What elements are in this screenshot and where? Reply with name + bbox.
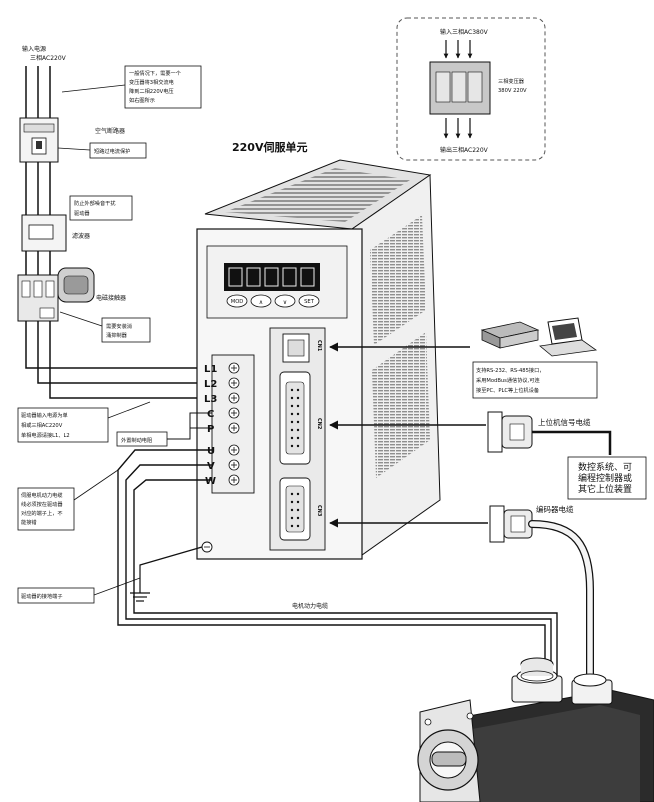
terminal-p: P xyxy=(207,424,214,435)
ground-note-text: 驱动器的接地端子 xyxy=(21,592,63,600)
filter-label: 滤波器 xyxy=(72,232,90,240)
cn2-label: CN2 xyxy=(316,418,322,430)
transformer-output-label: 输出三相AC220V xyxy=(440,146,489,154)
terminal-block: L1 L2 L3 C P U V W xyxy=(204,354,255,494)
breaker-note: 短路过电流保护 xyxy=(57,142,147,159)
mod-button[interactable]: MOD xyxy=(226,294,248,308)
set-button-label: SET xyxy=(304,299,315,305)
terminal-u: U xyxy=(207,446,215,457)
motor-power-note-line-2: 线必须按在驱动器 xyxy=(21,500,63,508)
comm-note-line-3: 接至PC、PLC等上位机设备 xyxy=(476,386,540,394)
encoder-cable-label: 编码器电缆 xyxy=(536,504,574,514)
signal-cable-label: 上位机信号电缆 xyxy=(538,417,591,427)
transformer-note-line-4: 如右图所示 xyxy=(129,96,155,104)
input-power-wires xyxy=(25,66,51,275)
power-wires-to-drive xyxy=(25,321,210,399)
ground-symbol xyxy=(130,546,203,602)
brake-resistor-note: 外置制动电阻 xyxy=(116,412,212,447)
keypad: MOD ∧ ∨ SET xyxy=(226,294,320,308)
terminal-c: C xyxy=(207,409,214,420)
motor-power-note-line-4: 能接错 xyxy=(21,518,37,526)
filter-note-line-1: 防止外部噪音干扰 xyxy=(74,199,116,207)
transformer-label-2: 380V 220V xyxy=(498,88,527,94)
up-button[interactable]: ∧ xyxy=(250,294,272,308)
diagram-title: 220V伺服单元 xyxy=(232,140,307,154)
terminal-l1: L1 xyxy=(204,364,217,375)
host-note-line-1: 数控系统、可 xyxy=(578,461,632,473)
filter-note: 防止外部噪音干扰 驱动器 xyxy=(69,195,133,221)
input-power-label-2: 三相AC220V xyxy=(30,54,67,62)
drive-input-note-line-2: 相或三相AC220V xyxy=(21,421,63,429)
down-button-label: ∨ xyxy=(283,299,287,306)
terminal-l2: L2 xyxy=(204,379,217,390)
transformer-note-line-2: 变压器将3相交流电 xyxy=(129,78,174,86)
connector-panel: CN1 CN2 CN3 xyxy=(269,327,326,551)
terminal-l3: L3 xyxy=(204,394,217,405)
motor-power-cable-label: 电机动力电缆 xyxy=(292,602,328,610)
down-button[interactable]: ∨ xyxy=(274,294,296,308)
transformer-note: 一般情况下，需要一个 变压器将3相交流电 降到二相220V电压 如右图所示 xyxy=(61,65,202,109)
signal-cable-plug xyxy=(487,411,612,455)
noise-filter xyxy=(21,214,67,252)
up-button-label: ∧ xyxy=(259,299,263,306)
encoder-cable-plug xyxy=(489,505,594,684)
host-device-note: 数控系统、可 编程控制器或 其它上位装置 xyxy=(567,456,647,500)
contactor-label: 电磁接触器 xyxy=(96,294,126,302)
transformer-box: 输入三相AC380V 三相变压器 380V 220V 输出三相AC220V xyxy=(396,17,546,161)
contactor-note-line-2: 涌抑制器 xyxy=(106,331,128,339)
comm-note-line-1: 支持RS-232、RS-485接口， xyxy=(476,366,544,374)
motor-power-note: 伺服电机动力电缆 线必须按在驱动器 对应的端子上，不 能接错 xyxy=(17,469,119,531)
host-note-line-3: 其它上位装置 xyxy=(578,483,632,495)
air-circuit-breaker xyxy=(19,117,59,163)
drive-input-note-line-1: 驱动器输入电源为单 xyxy=(21,411,68,419)
comm-note: 支持RS-232、RS-485接口， 采用ModBus通信协议,可连 接至PC、… xyxy=(472,361,598,399)
magnetic-contactor xyxy=(17,267,95,322)
ground-note: 驱动器的接地端子 xyxy=(17,577,141,604)
contactor-note: 需要安装消 涌抑制器 xyxy=(59,311,151,343)
host-note-line-2: 编程控制器或 xyxy=(578,472,632,484)
motor-power-cables xyxy=(117,449,558,680)
contactor-note-line-1: 需要安装消 xyxy=(106,322,132,330)
comm-devices xyxy=(480,317,598,357)
drive-input-note-line-3: 单相电源请接L1、L2 xyxy=(21,431,70,439)
motor-power-note-line-3: 对应的端子上，不 xyxy=(21,509,63,517)
breaker-note-text: 短路过电流保护 xyxy=(94,147,130,155)
brake-resistor-label: 外置制动电阻 xyxy=(121,436,152,444)
terminal-v: V xyxy=(207,461,215,472)
servo-drive xyxy=(196,159,441,560)
set-button[interactable]: SET xyxy=(298,294,320,308)
transformer-note-line-3: 降到二相220V电压 xyxy=(129,87,174,95)
breaker-label: 空气断路器 xyxy=(95,127,125,135)
mod-button-label: MOD xyxy=(231,299,244,305)
cn3-label: CN3 xyxy=(316,505,322,517)
cn1-label: CN1 xyxy=(316,340,322,352)
filter-note-line-2: 驱动器 xyxy=(74,210,90,217)
terminal-w: W xyxy=(205,476,216,487)
comm-note-line-2: 采用ModBus通信协议,可连 xyxy=(476,376,540,384)
motor-power-note-line-1: 伺服电机动力电缆 xyxy=(21,491,63,499)
drive-input-note: 驱动器输入电源为单 相或三相AC220V 单相电源请接L1、L2 xyxy=(17,401,151,443)
servo-motor xyxy=(417,657,654,802)
transformer-input-label: 输入三相AC380V xyxy=(440,28,489,36)
transformer-note-line-1: 一般情况下，需要一个 xyxy=(129,69,182,77)
transformer-label-1: 三相变压器 xyxy=(498,77,525,85)
input-power-label-1: 输入电源 xyxy=(22,45,46,53)
drive-ground-screw xyxy=(201,541,213,553)
